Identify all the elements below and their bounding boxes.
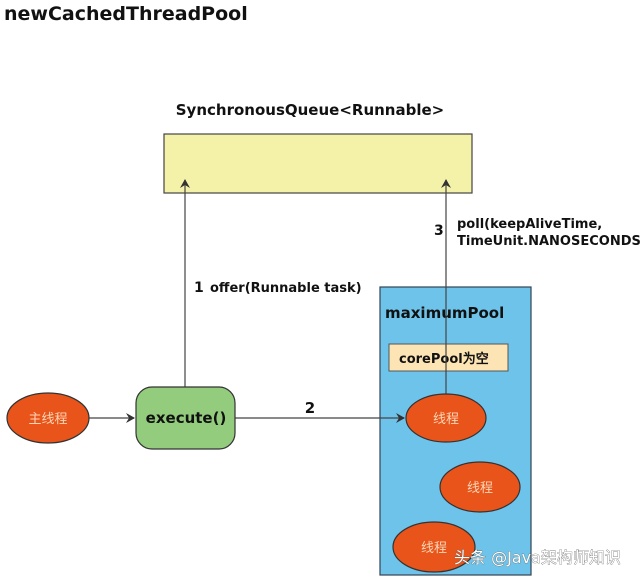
- synchronous-queue-box: [163, 133, 473, 194]
- diagram-title: newCachedThreadPool: [4, 3, 248, 25]
- thread-node-3: [392, 521, 476, 573]
- step-1-label: offer(Runnable task): [210, 281, 362, 296]
- execute-node: [135, 386, 236, 450]
- step-2-number: 2: [305, 399, 315, 417]
- step-3-label-line1: poll(keepAliveTime,: [457, 217, 602, 232]
- thread-label-1: 线程: [433, 412, 459, 427]
- step-3-number: 3: [434, 223, 444, 239]
- thread-node-2: [439, 461, 521, 513]
- maximum-pool-label: maximumPool: [385, 304, 504, 322]
- core-pool-label: corePool为空: [399, 351, 489, 367]
- watermark: 头条 @Java架构师知识: [454, 548, 621, 567]
- thread-label-2: 线程: [467, 481, 493, 496]
- thread-label-3: 线程: [421, 541, 447, 556]
- step-1-number: 1: [194, 280, 204, 296]
- thread-node-1: [405, 393, 487, 443]
- execute-label: execute(): [146, 409, 227, 427]
- queue-label: SynchronousQueue<Runnable>: [176, 101, 444, 119]
- core-pool-box: [388, 343, 509, 372]
- step-3-label-line2: TimeUnit.NANOSECONDS): [457, 234, 640, 249]
- main-thread-node: [6, 392, 90, 444]
- main-thread-label: 主线程: [28, 412, 67, 427]
